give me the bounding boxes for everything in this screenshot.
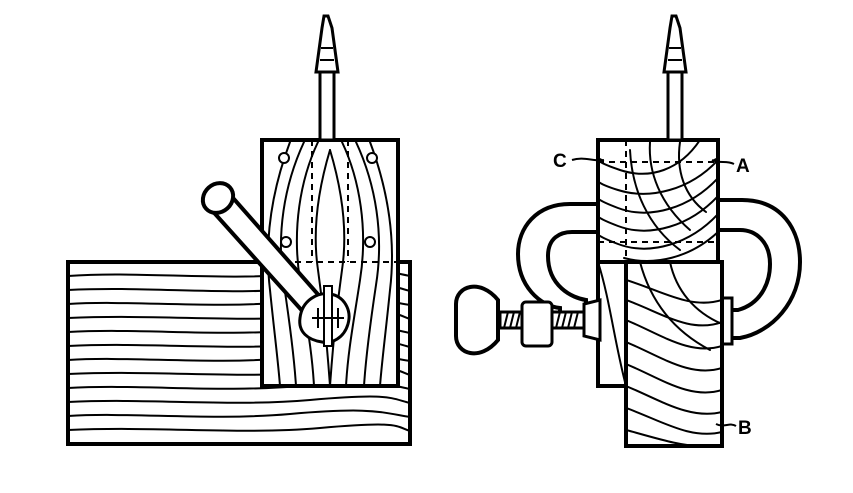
callout-b: B [715, 418, 752, 439]
clamp-screw [498, 298, 602, 348]
label-b: B [738, 418, 752, 439]
left-assembly [66, 14, 412, 446]
clamped-block-top [596, 138, 720, 264]
clamped-block-bottom [624, 260, 724, 448]
bottom-block-grain [626, 262, 722, 446]
screw-hole [278, 152, 290, 164]
label-a: A [736, 156, 750, 177]
callout-c: C [553, 151, 605, 172]
thumb-knob [454, 284, 500, 356]
screw-hole [366, 152, 378, 164]
right-assembly: C A B [454, 14, 803, 448]
wing-nut-fastener [298, 285, 351, 347]
callout-a: A [711, 156, 750, 177]
label-c: C [553, 151, 567, 172]
drill-bit-right [662, 14, 688, 142]
screw-hole [364, 236, 376, 248]
drill-bit-left [314, 14, 340, 142]
screw-hole [280, 236, 292, 248]
